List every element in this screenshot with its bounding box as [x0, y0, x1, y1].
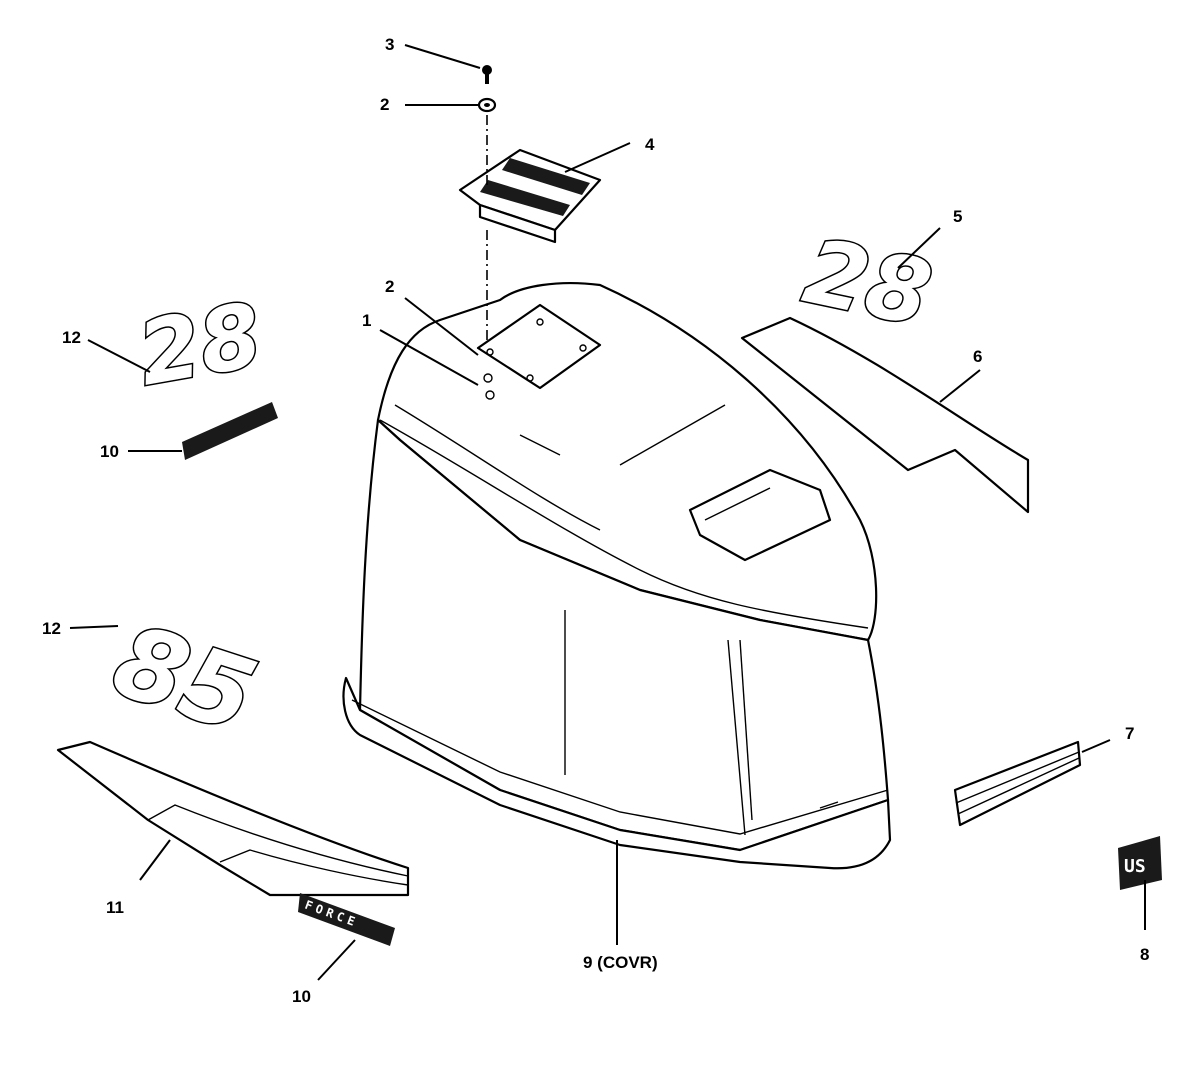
force-decal-lower: FORCE: [298, 893, 395, 946]
callout-9-cover: 9 (COVR): [583, 953, 658, 972]
callout-7: 7: [1125, 724, 1134, 743]
top-emblem-plate: [458, 148, 602, 244]
force-decal-upper: [182, 402, 278, 460]
right-side-stripe-decal: [740, 316, 1030, 514]
lower-side-stripe-decal: [56, 740, 410, 897]
callout-1: 1: [362, 311, 371, 330]
callout-2-washer: 2: [380, 95, 389, 114]
washer: [477, 97, 497, 113]
callout-12-upper: 12: [62, 328, 81, 347]
rear-stripe-decal: [953, 740, 1082, 827]
callout-5: 5: [953, 207, 962, 226]
callout-10-upper: 10: [100, 442, 119, 461]
callout-6: 6: [973, 347, 982, 366]
callout-3: 3: [385, 35, 394, 54]
leader-lines: [69, 44, 1146, 981]
engine-cover: [342, 282, 892, 870]
hp-decal-upper-left: 28: [131, 283, 269, 406]
force-decal-text: FORCE: [303, 898, 361, 930]
callout-10-lower: 10: [292, 987, 311, 1006]
callout-12-lower: 12: [42, 619, 61, 638]
callout-11: 11: [106, 898, 124, 917]
callout-4: 4: [645, 135, 655, 154]
callout-8: 8: [1140, 945, 1149, 964]
us-badge: US: [1118, 836, 1162, 890]
hp-decal-right: 28: [795, 219, 939, 348]
callout-2-hood: 2: [385, 277, 394, 296]
hp-decal-lower-left: 85: [101, 602, 270, 756]
us-badge-text: US: [1124, 856, 1146, 877]
screw: [482, 65, 492, 84]
